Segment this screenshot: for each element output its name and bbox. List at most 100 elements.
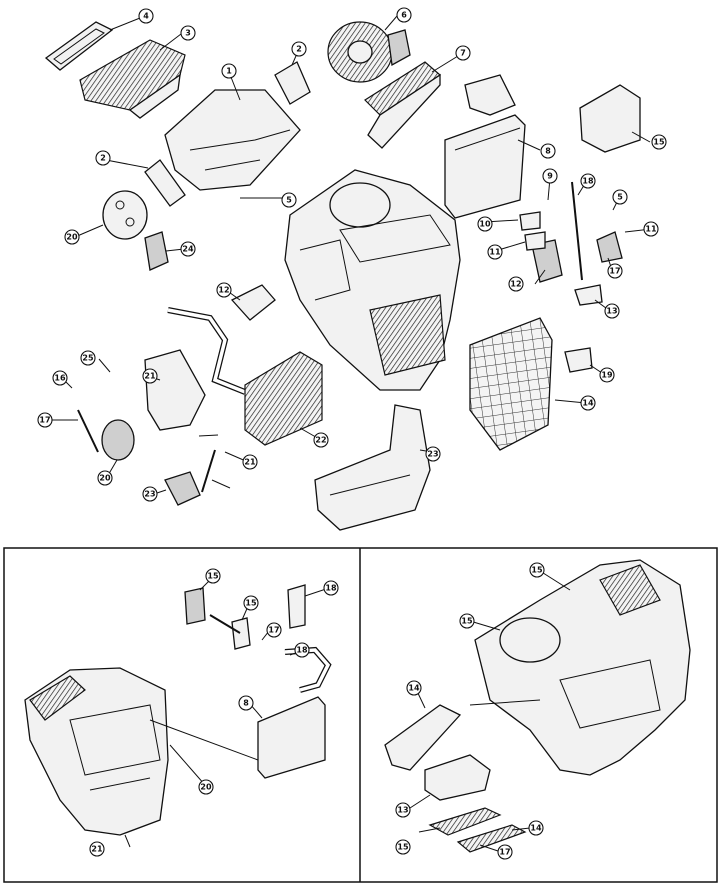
callout-16: 16 — [52, 370, 68, 386]
svg-text:20: 20 — [66, 233, 78, 242]
linkage-rod-part — [77, 181, 583, 493]
callout-14: 14 — [580, 395, 596, 411]
svg-text:17: 17 — [499, 848, 510, 857]
upper-case-part — [164, 89, 301, 191]
gasket-frame-part — [44, 21, 114, 71]
inset-left-callout-15: 15 — [205, 568, 221, 584]
inset-right-view: 15 15 14 13 15 14 17 — [384, 559, 691, 860]
callout-5: 5 — [281, 192, 297, 208]
small-motor-part — [101, 419, 135, 461]
svg-text:14: 14 — [408, 684, 420, 693]
inset-right-callout-15b: 15 — [459, 613, 475, 629]
callout-20: 20 — [64, 229, 80, 245]
inset-left-heater-unit — [24, 667, 169, 836]
svg-text:12: 12 — [218, 286, 229, 295]
callout-24: 24 — [180, 241, 196, 257]
svg-text:18: 18 — [296, 646, 308, 655]
callout-12: 12 — [508, 276, 524, 292]
svg-text:18: 18 — [582, 177, 594, 186]
mode-actuator-part — [144, 349, 206, 431]
inset-right-callout-15: 15 — [529, 562, 545, 578]
grid-panel-part — [469, 317, 553, 451]
svg-text:22: 22 — [315, 436, 326, 445]
callout-7: 7 — [455, 45, 471, 61]
svg-text:13: 13 — [606, 307, 617, 316]
callout-8: 8 — [540, 143, 556, 159]
inset-right-duct-part — [384, 704, 462, 771]
svg-text:5: 5 — [286, 196, 292, 205]
svg-text:13: 13 — [397, 806, 408, 815]
inset-left-callout-8: 8 — [238, 695, 254, 711]
svg-text:11: 11 — [645, 225, 657, 234]
callout-10: 10 — [477, 216, 493, 232]
svg-text:15: 15 — [207, 572, 219, 581]
callout-5b: 5 — [612, 189, 628, 205]
svg-text:17: 17 — [39, 416, 50, 425]
callout-11b: 11 — [643, 221, 659, 237]
main-exploded-view: 4 3 2 1 6 7 8 15 2 5 9 10 11 12 13 5 11 … — [37, 7, 667, 531]
svg-text:23: 23 — [144, 490, 155, 499]
svg-text:20: 20 — [200, 783, 212, 792]
callout-11: 11 — [487, 244, 503, 260]
svg-text:6: 6 — [401, 11, 407, 20]
inset-left-callout-18b: 18 — [294, 642, 310, 658]
callout-23b: 23 — [425, 446, 441, 462]
inset-left-callout-21: 21 — [89, 841, 105, 857]
leader-lines — [47, 15, 652, 495]
inset-right-callout-13: 13 — [395, 802, 411, 818]
callout-21: 21 — [142, 368, 158, 384]
svg-text:2: 2 — [100, 154, 106, 163]
inset-left-block-part — [184, 587, 206, 625]
svg-text:18: 18 — [325, 584, 337, 593]
inset-left-callout-17: 17 — [266, 622, 282, 638]
svg-text:15: 15 — [245, 599, 257, 608]
inset-right-plate-part — [428, 807, 527, 853]
svg-text:2: 2 — [296, 45, 302, 54]
svg-text:1: 1 — [226, 67, 232, 76]
callout-22: 22 — [313, 432, 329, 448]
svg-text:19: 19 — [601, 371, 613, 380]
heater-unit-assembly — [284, 169, 461, 391]
seal-ring-part — [144, 61, 311, 207]
svg-text:15: 15 — [461, 617, 473, 626]
svg-text:5: 5 — [617, 193, 623, 202]
callout-2: 2 — [291, 41, 307, 57]
svg-text:15: 15 — [653, 138, 665, 147]
clip-part — [164, 471, 201, 506]
callout-20b: 20 — [97, 470, 113, 486]
callout-25: 25 — [80, 350, 96, 366]
callout-12b: 12 — [216, 282, 232, 298]
svg-text:11: 11 — [489, 248, 501, 257]
evaporator-part — [444, 74, 526, 219]
callout-6: 6 — [396, 7, 412, 23]
svg-text:16: 16 — [54, 374, 66, 383]
svg-text:14: 14 — [582, 399, 594, 408]
inset-left-callout-15b: 15 — [243, 595, 259, 611]
svg-text:24: 24 — [182, 245, 194, 254]
callout-1: 1 — [221, 63, 237, 79]
actuator-part — [579, 84, 641, 153]
svg-text:7: 7 — [460, 49, 466, 58]
callout-2b: 2 — [95, 150, 111, 166]
callout-15: 15 — [651, 134, 667, 150]
blower-motor-part — [327, 21, 411, 83]
svg-text:8: 8 — [545, 147, 551, 156]
svg-text:10: 10 — [479, 220, 491, 229]
air-filter-part — [364, 61, 441, 149]
svg-text:8: 8 — [243, 699, 249, 708]
inset-right-heater-unit — [474, 559, 691, 776]
svg-text:21: 21 — [91, 845, 103, 854]
callout-13: 13 — [604, 303, 620, 319]
callout-17b: 17 — [37, 412, 53, 428]
inset-left-bracket-part — [287, 584, 306, 629]
svg-text:25: 25 — [82, 354, 94, 363]
inset-right-callout-17: 17 — [497, 844, 513, 860]
svg-text:3: 3 — [185, 29, 191, 38]
callout-3: 3 — [180, 25, 196, 41]
inset-left-sensor-part — [209, 614, 251, 650]
svg-text:20: 20 — [99, 474, 111, 483]
svg-text:17: 17 — [268, 626, 279, 635]
intake-duct-part — [79, 39, 186, 119]
inset-left-callout-20: 20 — [198, 779, 214, 795]
